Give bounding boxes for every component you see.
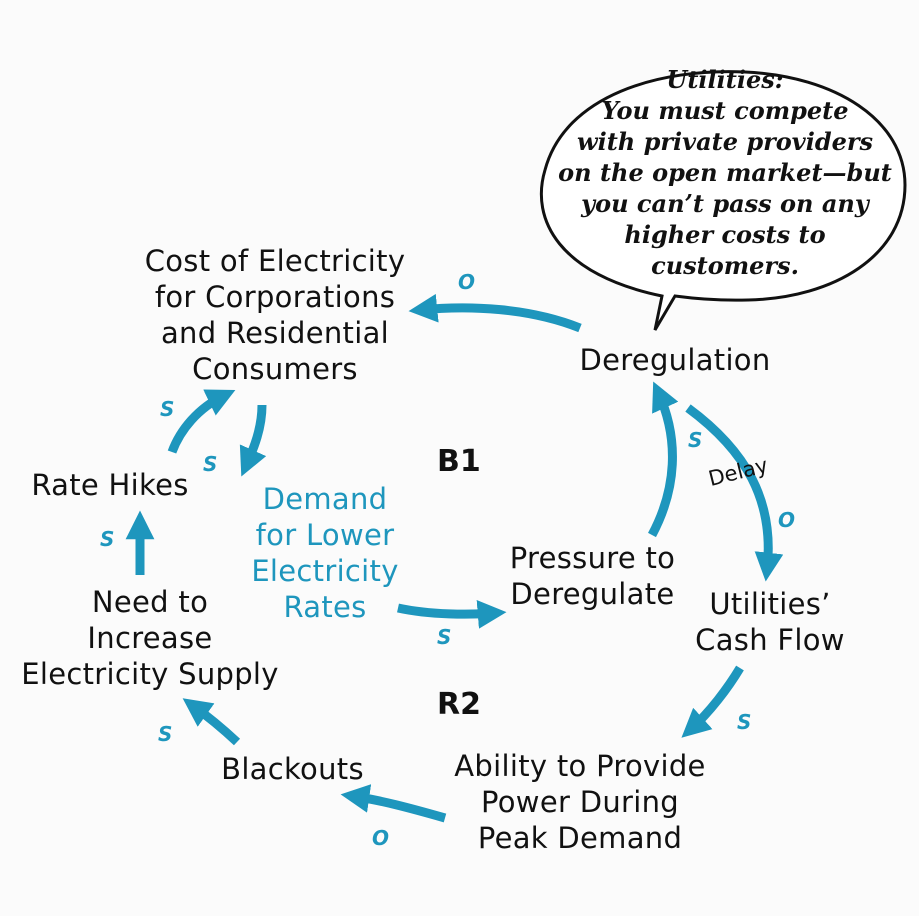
arrow-blackouts-to-need <box>182 698 241 746</box>
polarity-ability-to-blackouts: O <box>372 826 390 850</box>
polarity-blackouts-to-need: S <box>158 722 173 746</box>
arrow-pressure-to-deregulation <box>648 381 679 538</box>
arrow-ability-to-blackouts <box>340 784 447 823</box>
node-deregulation: Deregulation <box>579 343 771 377</box>
arrow-ratehikes-to-cost <box>167 389 236 454</box>
node-need-to-increase-supply: Need to Increase Electricity Supply <box>21 585 279 691</box>
loop-label-b1: B1 <box>437 444 481 479</box>
node-rate-hikes: Rate Hikes <box>31 468 189 502</box>
polarity-dereg-to-cost: O <box>458 270 476 294</box>
loop-label-r2: R2 <box>437 687 481 722</box>
polarity-dereg-to-cashflow: O <box>778 508 796 532</box>
node-utilities-cash-flow: Utilities’ Cash Flow <box>695 587 845 657</box>
speech-bubble-text: Utilities: You must compete with private… <box>558 65 892 280</box>
polarity-need-to-hikes: S <box>100 527 115 551</box>
arrow-deregulation-to-cashflow <box>685 404 784 582</box>
arrow-demand-to-pressure <box>397 600 507 629</box>
node-demand-lower-rates: Demand for Lower Electricity Rates <box>251 482 399 624</box>
node-blackouts: Blackouts <box>221 752 364 786</box>
speech-bubble-outline <box>539 70 907 331</box>
polarity-demand-to-pressure: S <box>437 625 452 649</box>
polarity-cost-to-demand: S <box>203 452 218 476</box>
node-pressure-to-deregulate: Pressure to Deregulate <box>509 541 676 611</box>
polarity-cashflow-to-ability: S <box>737 710 752 734</box>
polarity-hikes-to-cost: S <box>160 397 175 421</box>
polarity-pressure-to-dereg: S <box>688 428 703 452</box>
arrow-cashflow-to-ability <box>681 665 744 738</box>
arrow-deregulation-to-cost <box>408 293 582 333</box>
node-ability-to-provide-power: Ability to Provide Power During Peak Dem… <box>454 749 706 855</box>
arrow-cost-to-demand <box>239 404 267 477</box>
node-cost-of-electricity: Cost of Electricity for Corporations and… <box>144 244 406 386</box>
